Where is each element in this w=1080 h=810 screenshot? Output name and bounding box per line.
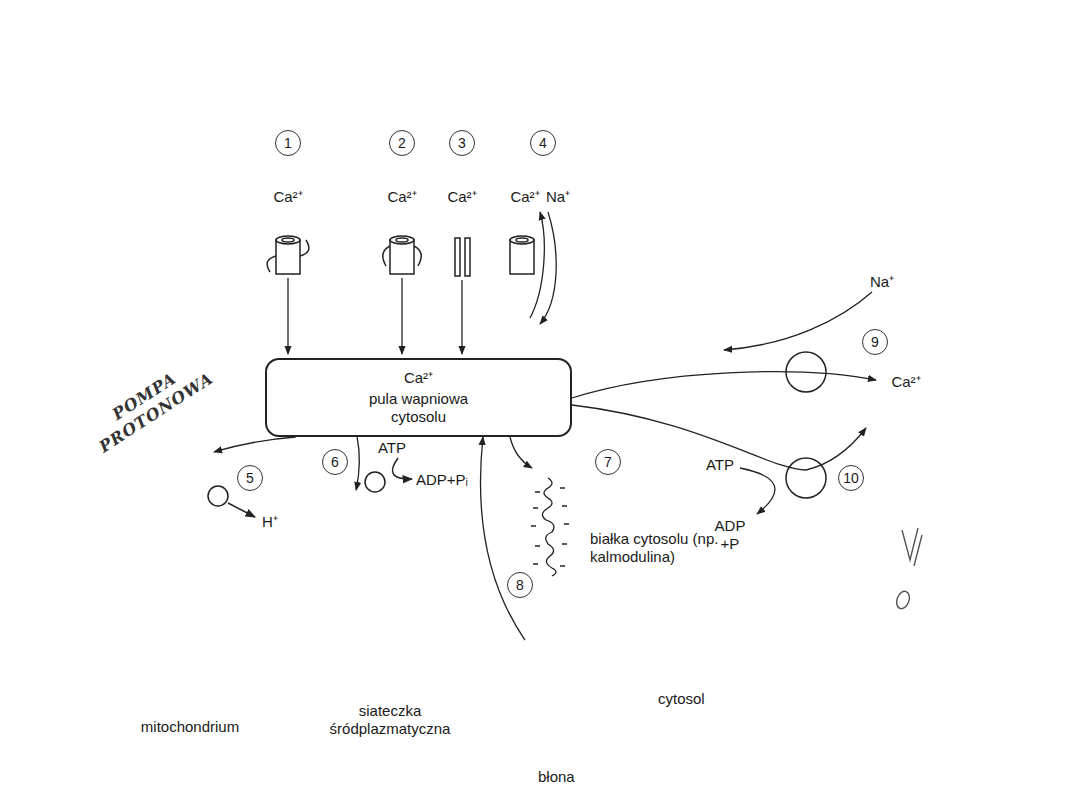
handwritten-marks xyxy=(902,528,922,566)
node-text: Ca²⁺ xyxy=(404,369,433,387)
transport-arrows xyxy=(572,292,876,514)
calcium-channel-2 xyxy=(383,246,421,266)
calcium-channel-3 xyxy=(465,238,470,276)
er-outline xyxy=(390,550,505,640)
cell-outline xyxy=(68,250,828,765)
channel-arrows xyxy=(401,278,402,354)
callout-number: 6 xyxy=(322,449,348,475)
transport-arrows xyxy=(572,372,876,398)
protein-binding xyxy=(531,488,569,566)
node-text: mitochondrium xyxy=(115,718,265,736)
er-pump xyxy=(365,458,412,492)
calcium-channel-2 xyxy=(383,236,421,274)
part-label: białka cytosolu (np. kalmodulina) xyxy=(590,530,720,566)
cell-outline xyxy=(82,264,814,751)
protein-binding xyxy=(542,478,556,576)
ion-label: Ca²⁺ xyxy=(510,188,539,206)
calcium-channel-3 xyxy=(455,238,460,276)
calcium-channel-1 xyxy=(267,240,309,272)
exchanger-channel-4 xyxy=(516,238,528,242)
callout-number: 7 xyxy=(595,449,621,475)
pump-10 xyxy=(786,458,826,498)
callout-number: 4 xyxy=(530,130,556,156)
ion-label: ADP+Pᵢ xyxy=(416,471,468,489)
ion-label: Ca²⁺ xyxy=(387,188,416,206)
calcium-channel-1 xyxy=(276,240,300,274)
handwritten-marks xyxy=(894,589,911,610)
handwritten-note: POMPA PROTONOWA xyxy=(85,353,216,457)
cell-membrane: cytosol błona Ca²⁺ pula wapniowa cytosolu mi… xyxy=(68,250,828,795)
er-pump xyxy=(365,472,385,492)
er-outline xyxy=(240,440,540,690)
exchanger-channel-4 xyxy=(510,236,534,244)
protein-binding xyxy=(510,437,569,576)
calcium-channel-3 xyxy=(455,238,470,276)
node-text: błona xyxy=(538,768,575,786)
ion-label: H⁺ xyxy=(262,513,278,531)
callout-number: 10 xyxy=(838,465,864,491)
calcium-channel-1 xyxy=(282,238,294,242)
channel-arrows xyxy=(461,280,462,354)
node-text: pula wapniowa cytosolu xyxy=(354,390,484,426)
ion-label: Na⁺ xyxy=(546,188,570,206)
flux-arrow xyxy=(480,437,525,640)
cell-outline xyxy=(69,251,827,764)
callout-number: 3 xyxy=(449,130,475,156)
mitochondrion-outline xyxy=(124,419,242,640)
calcium-channel-2 xyxy=(390,240,414,274)
endoplasmic-reticulum-shape: siateczka śródplazmatyczna xyxy=(240,440,540,740)
calcium-channel-2 xyxy=(396,238,408,242)
transport-arrows xyxy=(740,468,775,514)
mitochondrial-pump xyxy=(208,486,228,506)
mitochondrial-pump xyxy=(228,503,255,517)
callout-number: 8 xyxy=(507,572,533,598)
er-outline xyxy=(290,510,400,630)
exchanger-channel-4 xyxy=(510,240,534,274)
calcium-channel-1 xyxy=(276,236,300,244)
callout-number: 5 xyxy=(237,465,263,491)
node-text: siateczka śródplazmatyczna xyxy=(300,702,480,738)
channel-arrows xyxy=(287,278,288,354)
channel-arrows xyxy=(530,212,544,318)
ion-label: Ca²⁺ xyxy=(273,188,302,206)
pump-10 xyxy=(786,458,826,498)
mitochondrion-outline xyxy=(132,428,233,633)
channel-arrows xyxy=(288,212,556,354)
mitochondrion-outline xyxy=(137,434,228,625)
flux-arrow xyxy=(356,437,359,490)
handwritten-marks xyxy=(894,528,922,611)
ion-label: ATP xyxy=(378,439,406,457)
channel-arrows xyxy=(540,212,556,324)
callout-number: 1 xyxy=(275,130,301,156)
node-text: cytosol xyxy=(658,690,705,708)
ion-label: Ca²⁺ xyxy=(891,373,920,391)
mitochondrion-outline xyxy=(124,419,242,640)
calcium-pool-box: Ca²⁺ pula wapniowa cytosolu xyxy=(265,358,572,437)
transport-arrows xyxy=(724,292,872,350)
callout-number: 2 xyxy=(389,130,415,156)
er-pump xyxy=(392,458,412,479)
ion-label: Na⁺ xyxy=(870,273,894,291)
callout-number: 9 xyxy=(862,329,888,355)
calcium-channel-2 xyxy=(390,236,414,244)
er-outline xyxy=(254,468,531,672)
exchanger-channel-4 xyxy=(510,236,534,274)
calcium-channel-1 xyxy=(267,236,309,274)
ion-label: Ca²⁺ xyxy=(447,188,476,206)
protein-binding xyxy=(510,437,532,468)
mitochondrion-outline xyxy=(115,418,265,648)
flux-arrow xyxy=(214,437,296,452)
ion-label: ATP xyxy=(706,456,734,474)
